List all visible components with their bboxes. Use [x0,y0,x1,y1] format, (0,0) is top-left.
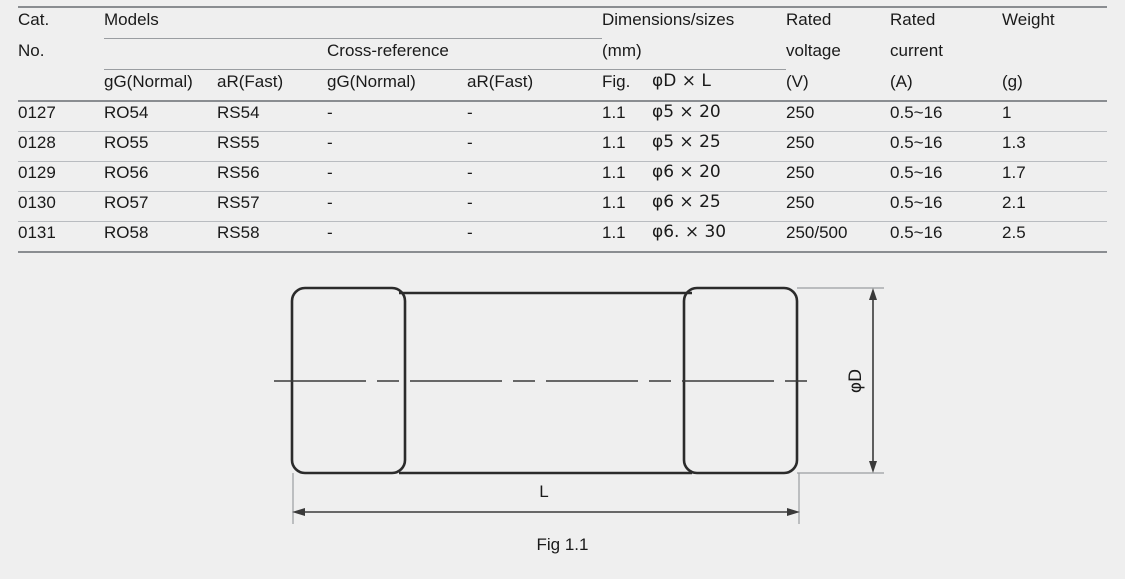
specification-table-container: Cat. Models Dimensions/sizes Rated Rated… [18,6,1108,253]
header-models-group: Models [104,6,602,39]
cell-dim: φ6 × 20 [652,161,787,192]
cell-xref-gg: - [327,161,467,192]
table-row: 0131 RO58 RS58 - - 1.1 φ6. × 30 250/500 … [18,221,1108,253]
diameter-label: φD [846,369,866,393]
cell-dim: φ5 × 25 [652,131,787,162]
cell-voltage: 250/500 [786,221,891,253]
header-cat-no-line1: Cat. [18,6,104,39]
cell-xref-ar: - [467,101,602,132]
header-dimensions-line1: Dimensions/sizes [602,6,787,39]
cell-xref-gg: - [327,191,467,222]
header-fig: Fig. [602,69,652,102]
cell-current: 0.5~16 [890,161,1003,192]
table-row: 0128 RO55 RS55 - - 1.1 φ5 × 25 250 0.5~1… [18,131,1108,162]
header-xref-ar: aR(Fast) [467,69,602,102]
header-cat-no-spacer [18,69,104,102]
header-rated-voltage-line2: voltage [786,40,841,60]
cell-current: 0.5~16 [890,221,1003,253]
table-header-row-2: No. Cross-reference (mm) voltage current [18,38,1107,70]
cell-weight: 2.5 [1002,221,1108,253]
cell-fig: 1.1 [602,101,652,132]
cell-voltage: 250 [786,191,891,222]
cell-voltage: 250 [786,161,891,192]
cell-fig: 1.1 [602,161,652,192]
cell-weight: 1.3 [1002,131,1108,162]
cell-xref-ar: - [467,161,602,192]
header-cat-no-line2: No. [18,40,45,60]
header-xref-gg: gG(Normal) [327,69,467,102]
header-rated-current-line1: Rated [890,6,1003,39]
header-rated-voltage-line1: Rated [786,6,891,39]
header-dimensions-line2: (mm) [602,38,787,70]
cell-models-ar: RS55 [217,131,327,162]
cell-current: 0.5~16 [890,131,1003,162]
length-dimension-arrow [292,508,800,516]
cell-cat-no: 0130 [18,191,104,222]
header-current-unit: (A) [890,69,1003,102]
cell-cat-no: 0127 [18,101,104,132]
cell-xref-gg: - [327,221,467,253]
table-row: 0129 RO56 RS56 - - 1.1 φ6 × 20 250 0.5~1… [18,161,1108,192]
cell-dim: φ5 × 20 [652,101,787,132]
header-cross-reference-group: Cross-reference [327,38,602,70]
table-row: 0127 RO54 RS54 - - 1.1 φ5 × 20 250 0.5~1… [18,101,1108,132]
cell-xref-gg: - [327,131,467,162]
cell-models-ar: RS56 [217,161,327,192]
header-models-spacer [104,38,327,70]
cell-models-ar: RS57 [217,191,327,222]
cell-fig: 1.1 [602,131,652,162]
cell-cat-no: 0128 [18,131,104,162]
cell-weight: 1.7 [1002,161,1108,192]
length-label: L [539,482,548,501]
cell-xref-ar: - [467,131,602,162]
table-row: 0130 RO57 RS57 - - 1.1 φ6 × 25 250 0.5~1… [18,191,1108,222]
fuse-body-tube [399,291,692,475]
cell-fig: 1.1 [602,191,652,222]
cell-models-gg: RO58 [104,221,217,253]
cell-voltage: 250 [786,131,891,162]
cell-cat-no: 0131 [18,221,104,253]
fuse-dimension-drawing: φD L [274,286,884,524]
specification-table: Cat. Models Dimensions/sizes Rated Rated… [18,6,1108,253]
cell-cat-no: 0129 [18,161,104,192]
diameter-dimension-arrow [869,288,877,473]
cell-models-gg: RO54 [104,101,217,132]
cell-models-gg: RO55 [104,131,217,162]
cell-dim: φ6. × 30 [652,221,787,253]
header-voltage-unit: (V) [786,69,891,102]
cell-weight: 1 [1002,101,1108,132]
header-models-ar: aR(Fast) [217,69,327,102]
cell-models-ar: RS54 [217,101,327,132]
cell-weight: 2.1 [1002,191,1108,222]
figure-caption: Fig 1.1 [536,535,589,554]
header-models-gg: gG(Normal) [104,69,217,102]
header-weight: Weight [1002,6,1108,39]
table-header-row-3: gG(Normal) aR(Fast) gG(Normal) aR(Fast) … [18,69,1108,102]
length-extension-lines [292,473,800,524]
cell-dim: φ6 × 25 [652,191,787,222]
header-weight-unit: (g) [1002,69,1108,102]
cell-voltage: 250 [786,101,891,132]
cell-models-ar: RS58 [217,221,327,253]
cell-models-gg: RO56 [104,161,217,192]
table-header-row-1: Cat. Models Dimensions/sizes Rated Rated… [18,6,1108,39]
cell-current: 0.5~16 [890,101,1003,132]
header-dim: φD × L [652,69,787,102]
header-rated-current-line2: current [890,40,943,60]
cell-fig: 1.1 [602,221,652,253]
cell-xref-gg: - [327,101,467,132]
cell-xref-ar: - [467,221,602,253]
diameter-extension-lines [797,287,884,474]
cell-xref-ar: - [467,191,602,222]
header-weight-spacer [1002,39,1107,70]
cell-models-gg: RO57 [104,191,217,222]
cell-current: 0.5~16 [890,191,1003,222]
